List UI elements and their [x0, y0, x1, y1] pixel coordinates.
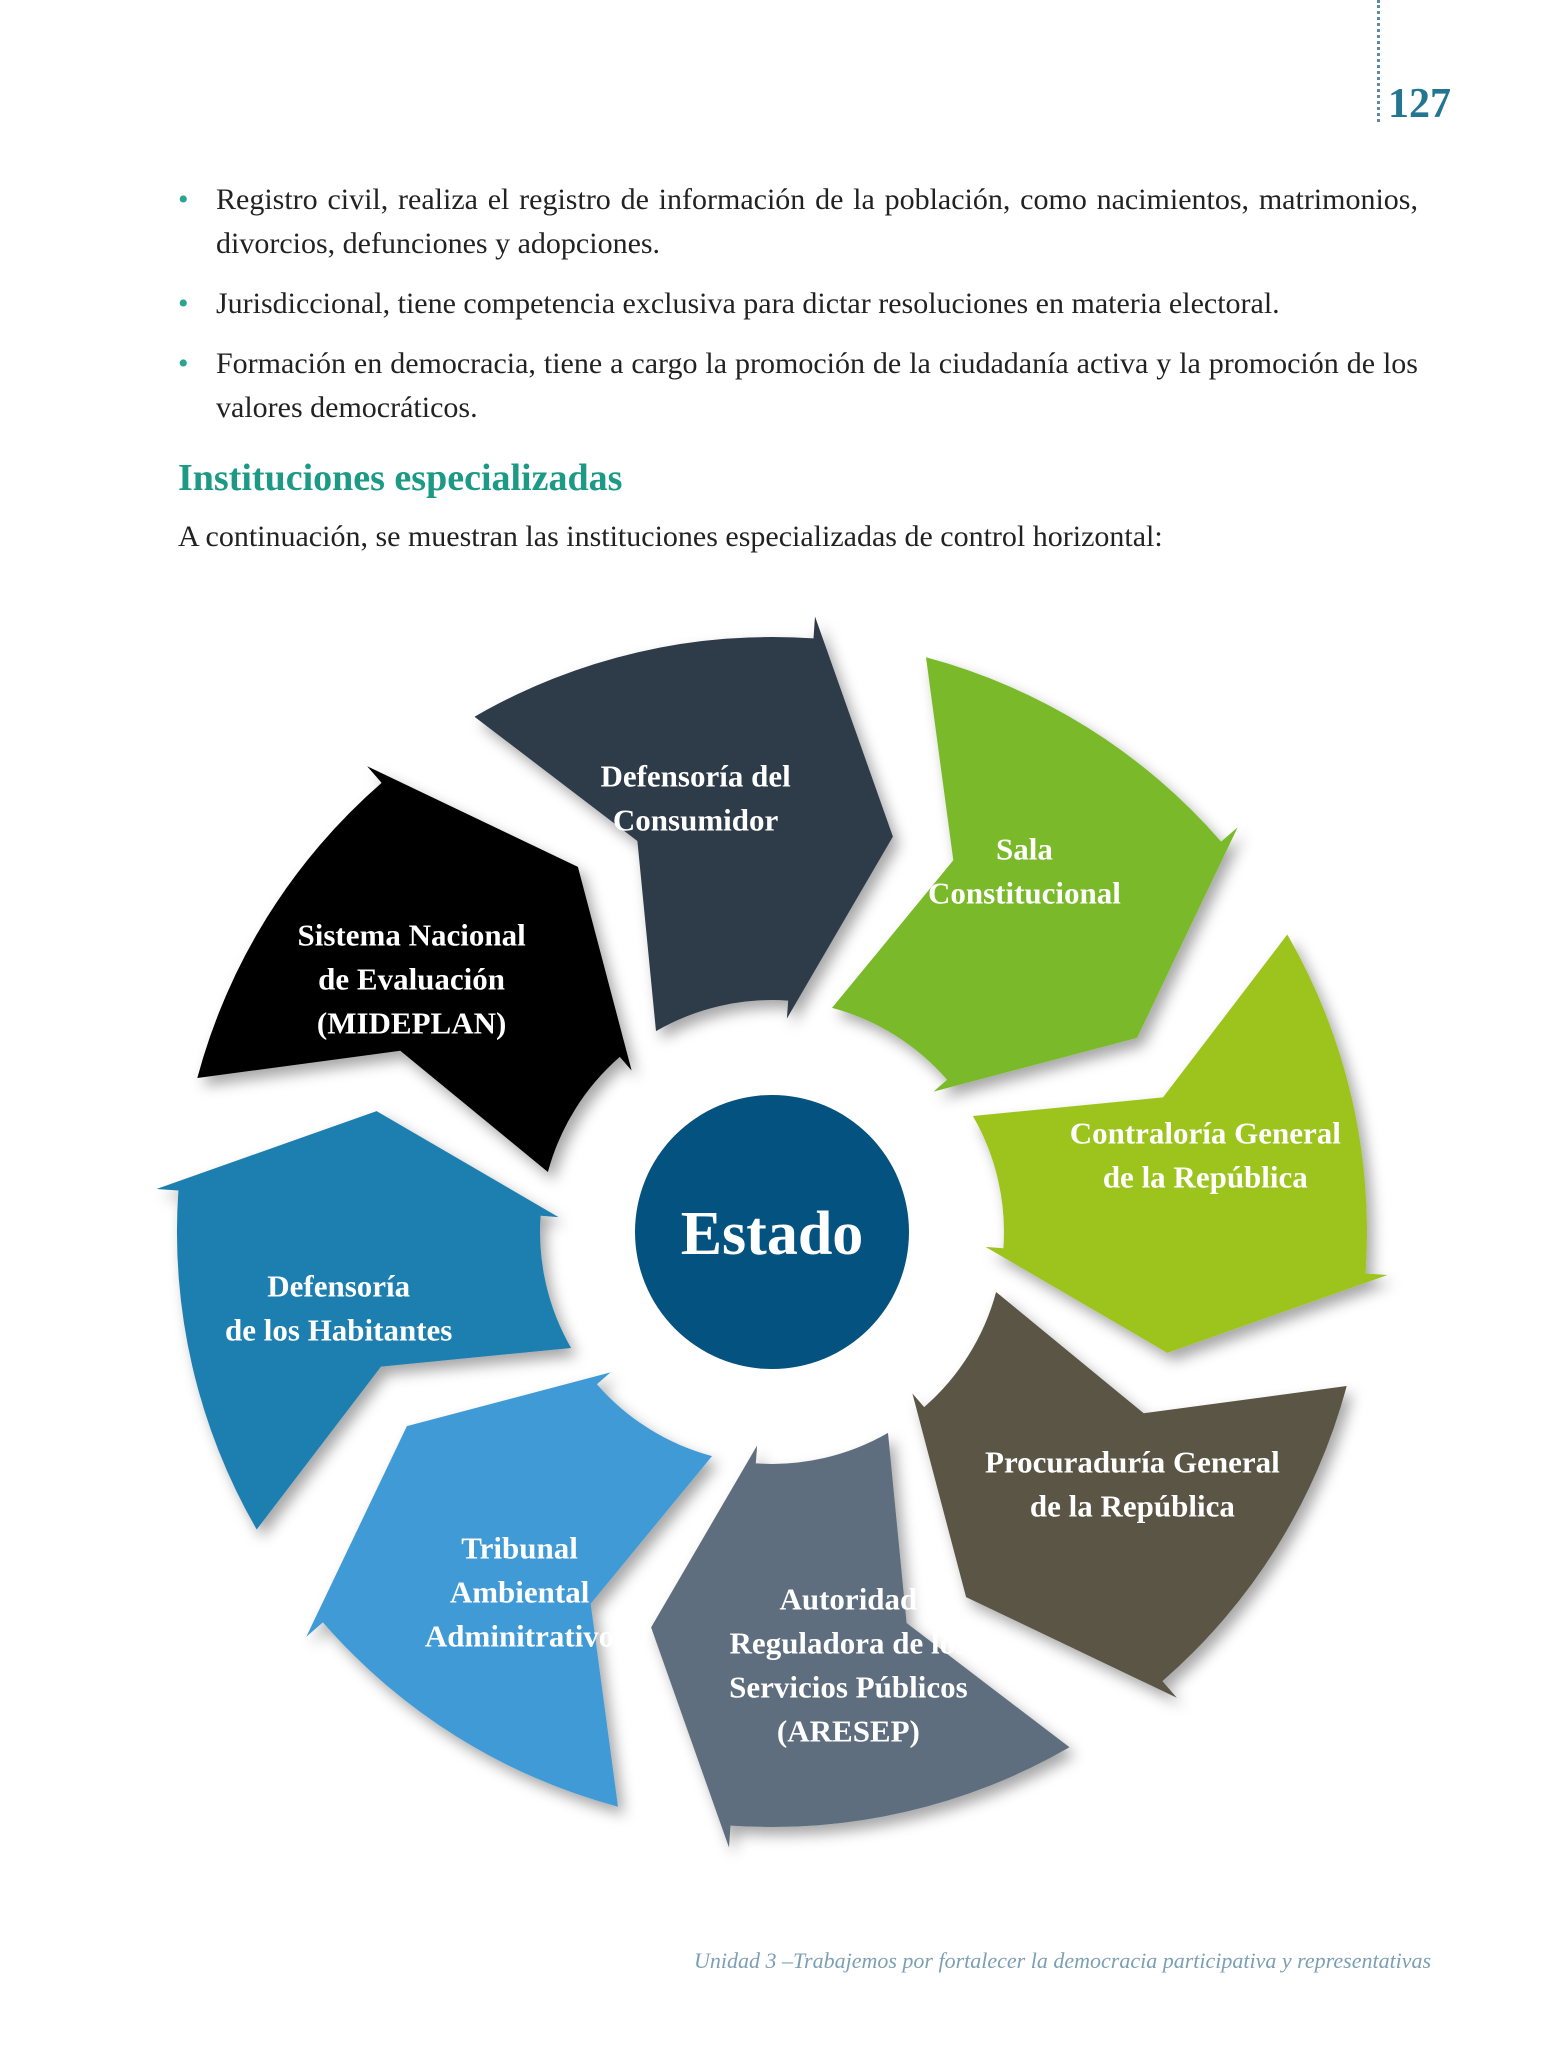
cycle-arrow-segment: [474, 616, 893, 1032]
cycle-arrow-segment: [306, 1372, 712, 1807]
bullet-text: Registro civil, realiza el registro de i…: [216, 183, 1418, 260]
page-number: 127: [1388, 81, 1451, 127]
segment-label-line: Autoridad: [779, 1581, 917, 1616]
segment-label: Defensoría de los Habitantes: [225, 1268, 452, 1347]
segment-label: Sistema Nacional de Evaluación (MIDEPLAN): [298, 918, 527, 1041]
segment-label-line: Constitucional: [928, 876, 1121, 911]
cycle-arrow-segment: [197, 766, 632, 1172]
segment-label-line: (MIDEPLAN): [317, 1006, 506, 1041]
intro-text: A continuación, se muestran las instituc…: [178, 520, 1163, 553]
cycle-arrow-segment: [651, 1432, 1070, 1848]
segment-label-line: Servicios Públicos: [729, 1669, 968, 1704]
bullet-item: • Formación en democracia, tiene a cargo …: [178, 342, 1418, 430]
segment-label-line: Defensoría del: [600, 759, 791, 794]
bullet-text: Formación en democracia, tiene a cargo l…: [216, 347, 1418, 424]
segment-label-line: Sistema Nacional: [298, 918, 527, 953]
segment-label-line: Consumidor: [613, 803, 779, 838]
center-label: Estado: [681, 1200, 864, 1268]
segment-label-line: Contraloría General: [1070, 1116, 1342, 1151]
bullet-list: • Registro civil, realiza el registro de …: [178, 178, 1418, 446]
segment-label-line: Procuraduría General: [985, 1444, 1280, 1479]
cycle-arrow-segment: [832, 657, 1238, 1092]
margin-dotted-rule: [1377, 0, 1380, 122]
center-circle: [635, 1095, 909, 1369]
bullet-item: • Registro civil, realiza el registro de …: [178, 178, 1418, 266]
segment-label-line: Defensoría: [267, 1268, 410, 1303]
cycle-arrow-segment: [972, 934, 1388, 1353]
segment-label: Procuraduría General de la República: [985, 1444, 1280, 1523]
segment-label-line: (ARESEP): [777, 1713, 920, 1748]
segment-label-line: Reguladora de los: [730, 1625, 968, 1660]
bullet-icon: •: [178, 347, 189, 380]
section-heading: Instituciones especializadas: [178, 457, 623, 499]
bullet-icon: •: [178, 287, 189, 320]
segment-label-line: de la República: [1030, 1488, 1235, 1523]
bullet-item: • Jurisdiccional, tiene competencia exclu…: [178, 282, 1418, 326]
segment-label-line: de los Habitantes: [225, 1312, 452, 1347]
segment-label-line: Ambiental: [450, 1574, 590, 1609]
segment-label-line: Tribunal: [461, 1530, 578, 1565]
page-footer: Unidad 3 –Trabajemos por fortalecer la d…: [694, 1948, 1432, 1973]
segment-label-line: Adminitrativo: [425, 1618, 614, 1653]
bullet-text: Jurisdiccional, tiene competencia exclus…: [216, 287, 1280, 320]
segment-label-line: de la República: [1103, 1160, 1308, 1195]
cycle-arrow-segment: [912, 1292, 1347, 1698]
cycle-arrow-segment: [156, 1111, 572, 1530]
segment-label-line: de Evaluación: [318, 962, 505, 997]
segment-label-line: Sala: [996, 832, 1053, 867]
bullet-icon: •: [178, 183, 189, 216]
segment-label: Contraloría General de la República: [1070, 1116, 1342, 1195]
